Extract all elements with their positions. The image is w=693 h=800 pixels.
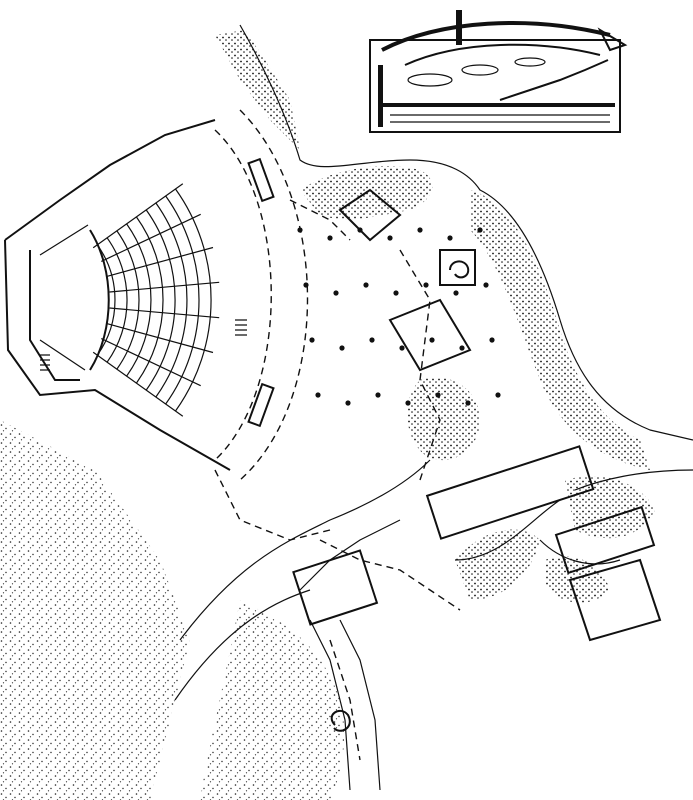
auditorium-foyer-arc — [214, 129, 272, 461]
plaza-column — [447, 235, 453, 241]
seat-row — [96, 244, 116, 356]
seat-row — [145, 209, 176, 391]
plaza-column — [435, 392, 441, 398]
building-block-north — [388, 298, 472, 372]
section-wing — [597, 27, 628, 52]
seat-row — [135, 216, 164, 384]
plaza-column — [297, 227, 303, 233]
stipple-left-field — [0, 420, 190, 800]
entrance-bar-south — [247, 382, 275, 428]
stipple-right-bank — [470, 190, 650, 470]
aisle-line — [101, 338, 201, 387]
stair-symbol-east — [235, 319, 247, 336]
right-edge-building — [568, 558, 662, 642]
plaza-column — [345, 400, 351, 406]
auditorium-outer-wall — [4, 119, 216, 241]
seat-rows — [96, 188, 212, 412]
seat-row — [155, 202, 188, 398]
seat-row — [165, 195, 200, 405]
section-raked-seating — [499, 59, 609, 101]
section-balcony-3 — [514, 57, 546, 67]
building-east — [554, 505, 656, 575]
section-balcony-1 — [407, 73, 453, 87]
aisle-line — [109, 281, 220, 293]
building-long-south — [425, 445, 595, 540]
plaza-column — [393, 290, 399, 296]
auditorium-outer-arc — [239, 109, 309, 481]
building-lower-left — [292, 549, 379, 626]
aisle-line — [101, 213, 201, 262]
plaza-column — [495, 392, 501, 398]
seat-row — [126, 223, 152, 377]
plaza-column — [483, 282, 489, 288]
auditorium-stage-outline — [29, 250, 80, 381]
fountain-square — [439, 249, 476, 286]
seat-row — [116, 230, 140, 370]
plaza-column — [477, 227, 483, 233]
seat-row — [175, 188, 212, 412]
plaza-column — [309, 337, 315, 343]
stair-symbol-west — [40, 354, 50, 371]
stipple-top-strip — [215, 30, 300, 150]
stipple-garden-south — [545, 556, 610, 603]
auditorium-stage-curve — [89, 229, 110, 371]
auditorium-plan — [4, 109, 309, 481]
section-foyer-wall — [378, 65, 383, 127]
plaza-column — [303, 282, 309, 288]
seat-row — [106, 237, 128, 363]
dashed-paths — [214, 199, 461, 761]
inset-section-drawing — [369, 10, 628, 133]
plaza-column — [363, 282, 369, 288]
auditorium-stage-edge — [39, 224, 89, 371]
plaza-column — [399, 345, 405, 351]
section-frame — [369, 39, 621, 133]
plaza-column — [405, 400, 411, 406]
section-balcony-2 — [461, 64, 499, 76]
plaza-column — [369, 337, 375, 343]
section-lower-roof — [404, 43, 601, 66]
section-tower — [456, 10, 462, 45]
plaza-column — [327, 235, 333, 241]
south-path-outline — [309, 619, 381, 791]
aisle-line — [106, 246, 214, 277]
plaza-column — [465, 400, 471, 406]
site-outline — [174, 24, 693, 701]
structures — [292, 188, 662, 791]
plaza-column — [339, 345, 345, 351]
section-base-lines — [390, 114, 610, 123]
plaza-column-grid — [297, 227, 501, 406]
aisle-line — [92, 351, 184, 417]
auditorium-back-wall — [4, 239, 231, 471]
section-roof-curve — [381, 21, 611, 52]
stippled-landscape — [0, 30, 655, 800]
garden-cross-paths — [454, 499, 621, 565]
aisle-lines — [92, 183, 220, 417]
plaza-column — [489, 337, 495, 343]
fountain-curl — [449, 260, 470, 279]
plaza-column — [453, 290, 459, 296]
plaza-column — [333, 290, 339, 296]
south-fountain-curl — [330, 709, 351, 732]
stipple-center-pool — [407, 377, 480, 461]
aisle-line — [109, 307, 220, 319]
stipple-lower-field — [200, 600, 345, 800]
aisle-line — [106, 323, 214, 354]
plaza-column — [459, 345, 465, 351]
plaza-column — [387, 235, 393, 241]
stipple-garden-west — [455, 529, 540, 600]
entrance-bar-north — [247, 157, 275, 203]
plaza-column — [315, 392, 321, 398]
plaza-column — [429, 337, 435, 343]
pavilion-diamond — [338, 188, 402, 242]
aisle-line — [92, 183, 184, 249]
plaza-column — [375, 392, 381, 398]
plaza-column — [417, 227, 423, 233]
plaza-column — [423, 282, 429, 288]
